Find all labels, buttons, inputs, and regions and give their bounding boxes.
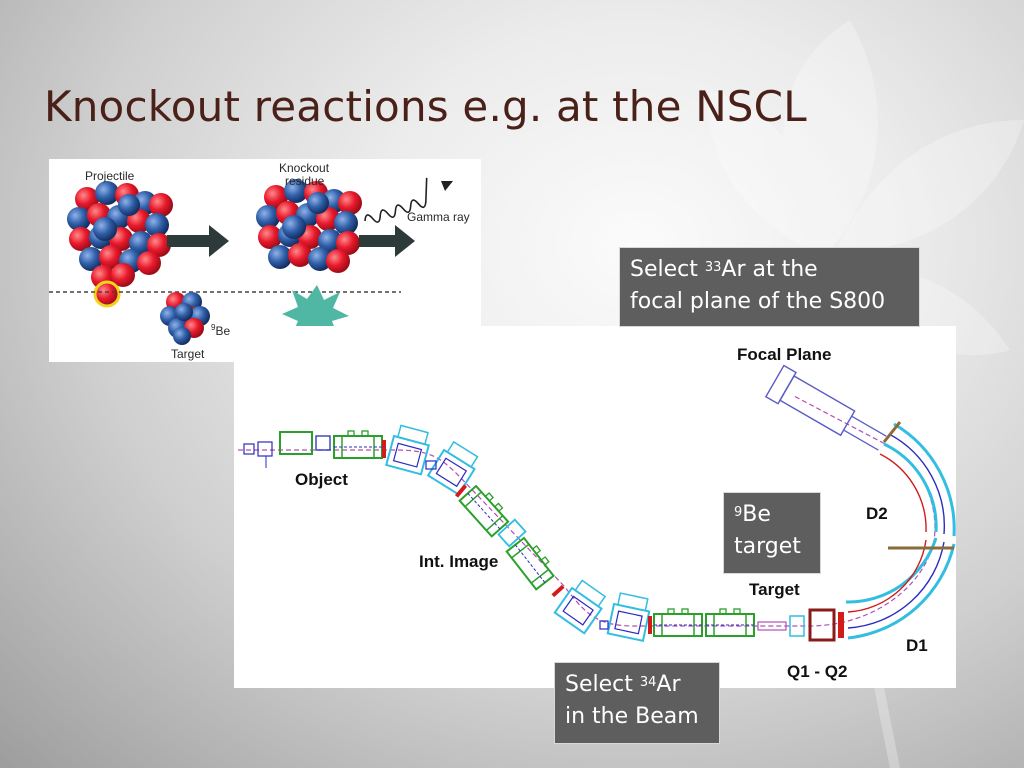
knockout-label: Knockout [279, 161, 330, 175]
d2-label: D2 [866, 504, 888, 523]
page-title: Knockout reactions e.g. at the NSCL [44, 82, 807, 131]
second-bend [553, 577, 653, 642]
focal-callout-line1: Select 33Ar at the [630, 257, 818, 282]
int-image-label: Int. Image [419, 552, 499, 571]
beam-callout-line1: Select 34Ar [565, 672, 681, 697]
beamline-graphic [238, 364, 956, 642]
intermediate-section [458, 481, 565, 598]
d1-label: D1 [906, 636, 928, 655]
be-label: 9Be [211, 323, 231, 338]
beamline-upstream [243, 430, 386, 468]
gamma-ray-wave [364, 177, 428, 223]
projectile-label: Projectile [85, 169, 135, 183]
residue-label: residue [285, 174, 325, 188]
focal-callout-line2: focal plane of the S800 [630, 289, 886, 314]
be-callout-line2: target [734, 534, 801, 559]
object-label: Object [295, 470, 348, 489]
target-label: Target [171, 347, 205, 361]
gamma-arrowhead [441, 181, 453, 191]
projectile-nucleus [67, 181, 173, 289]
knockout-residue-nucleus [256, 179, 362, 273]
focal-plane-detector [764, 364, 887, 451]
focal-plane-callout: Select 33Ar at the focal plane of the S8… [619, 247, 920, 327]
be-target-nucleus [160, 292, 210, 345]
focal-plane-label: Focal Plane [737, 345, 832, 364]
residue-arrow [359, 225, 415, 257]
removed-nucleon [93, 280, 121, 308]
analysis-line [653, 608, 844, 642]
beam-axis [238, 395, 936, 627]
spectrometer-dipoles [845, 421, 956, 640]
beamline-target-label: Target [749, 580, 800, 599]
q1-q2-label: Q1 - Q2 [787, 662, 848, 681]
beam-callout-line2: in the Beam [565, 704, 699, 729]
first-bend [385, 423, 482, 498]
gamma-ray-label: Gamma ray [407, 210, 470, 224]
be-target-callout: 9Be target [723, 492, 821, 574]
s800-beamline-diagram: Focal Plane Object Int. Image Target D1 … [234, 326, 956, 688]
be-callout-line1: 9Be [734, 502, 771, 527]
reaction-arrow [167, 225, 229, 257]
beam-callout: Select 34Ar in the Beam [554, 662, 720, 744]
